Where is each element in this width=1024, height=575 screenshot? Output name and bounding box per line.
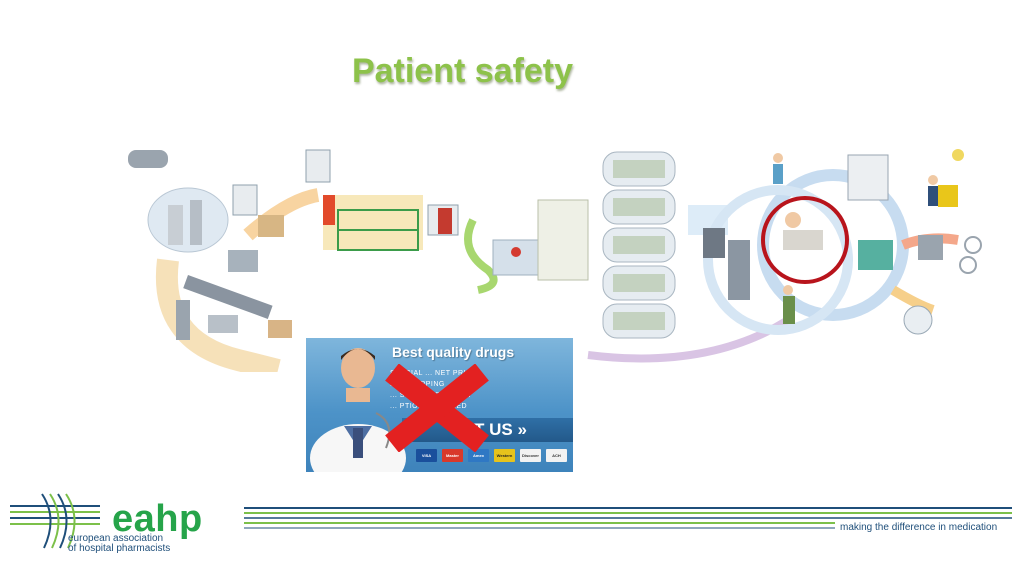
payment-card: Master — [442, 449, 463, 462]
payment-card: Western — [494, 449, 515, 462]
footer-rule-lines — [10, 493, 1012, 549]
red-cross-mark — [385, 364, 489, 452]
org-name-line2: of hospital pharmacists — [68, 543, 171, 554]
counterfeit-drug-ad: Best quality drugs SPECIAL ... NET PRICE… — [306, 338, 573, 472]
payment-card: VISA — [416, 449, 437, 462]
supply-chain-illustration — [128, 149, 982, 372]
doctor-figure — [310, 348, 406, 472]
slide-title: Patient safety — [351, 52, 574, 90]
payment-card: ACH — [546, 449, 567, 462]
footer-tagline: making the difference in medication — [840, 522, 998, 533]
payment-card: Discover — [520, 449, 541, 462]
org-name-line1: european association — [68, 533, 164, 544]
eahp-logo-text: eahp — [112, 498, 203, 540]
payment-card: Amex — [468, 449, 489, 462]
ad-feature: SPECIAL ... NET PRICES — [390, 370, 482, 377]
ad-headline: Best quality drugs — [392, 344, 515, 360]
